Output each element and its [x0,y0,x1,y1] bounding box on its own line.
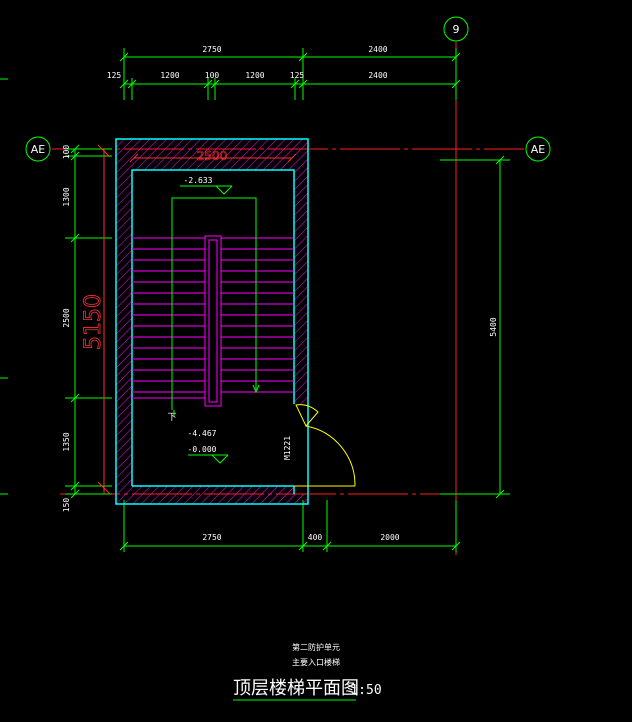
door-label: M1221 [283,436,292,460]
elevation-bottom-1: -4.467 [188,429,217,438]
dim-top-125-right: 125 [290,71,305,80]
dim-top-1200-right: 1200 [245,71,264,80]
elevation-marker-bottom [188,454,229,464]
walk-direction [171,197,260,416]
dim-top-2750: 2750 [202,45,221,54]
dim-top-2400-row2: 2400 [368,71,387,80]
title-line2: 主要入口楼梯 [292,657,340,667]
title-main: 顶层楼梯平面图 [233,678,359,699]
grid-label-9: 9 [453,23,460,36]
grid-label-ae-left: AE [31,143,46,156]
dim-right-5400: 5400 [489,317,498,336]
dim-top-100: 100 [205,71,220,80]
dim-left-1350: 1350 [62,432,71,451]
grid-bubble-ae-right: AE [525,136,551,162]
left-dimensions [0,78,112,499]
elevation-bottom-2: -0.000 [188,445,217,454]
dim-top-2400: 2400 [368,45,387,54]
grid-bubble-ae-left: AE [25,136,51,162]
dim-left-5150: 5150 [81,294,106,350]
bottom-dimensions [119,500,461,552]
grid-label-ae-right: AE [531,143,546,156]
grid-bubble-9: 9 [443,16,469,42]
door-m1221 [294,404,356,487]
dim-left-1300: 1300 [62,187,71,206]
title-line1: 第二防护单元 [292,642,340,652]
dim-bottom-2000: 2000 [380,533,399,542]
dim-bottom-2750: 2750 [202,533,221,542]
stair-well [204,235,222,407]
elevation-marker-top [180,185,233,195]
dim-top-1200-left: 1200 [160,71,179,80]
dim-inner-2500: 2500 [197,149,228,163]
inner-dimension [129,153,297,163]
big-dimension-5150 [97,144,111,495]
stair-walls [115,138,309,505]
dim-left-2500: 2500 [62,308,71,327]
dim-left-150: 150 [62,498,71,513]
right-dimension [440,155,510,499]
dim-bottom-400: 400 [308,533,323,542]
dim-top-125-left: 125 [107,71,122,80]
dim-left-100: 100 [62,145,71,160]
elevation-top: -2.633 [184,176,213,185]
down-label: 下 [167,413,176,423]
top-dimensions [119,48,461,100]
title-scale: 1:50 [350,683,381,698]
